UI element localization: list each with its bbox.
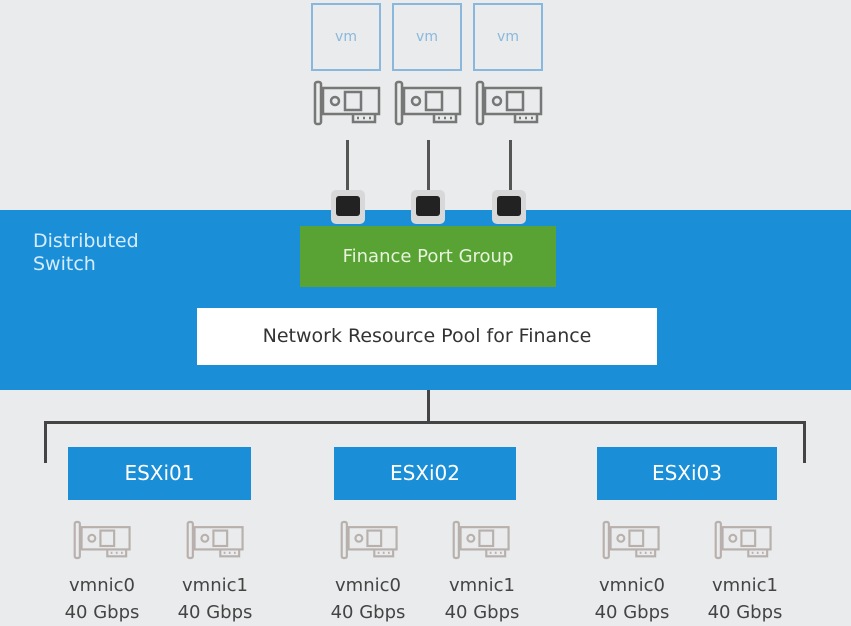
ethernet-port-icon [492,190,526,224]
nic-name: vmnic1 [712,575,778,596]
nic-label: vmnic1 40 Gbps [165,572,265,626]
vm-nic-icon [313,80,383,126]
nic-speed: 40 Gbps [330,602,406,623]
resource-pool[interactable]: Network Resource Pool for Finance [197,308,657,365]
nic-speed: 40 Gbps [177,602,253,623]
ethernet-port-icon [411,190,445,224]
host-esxi01[interactable]: ESXi01 [68,447,251,500]
host-esxi03[interactable]: ESXi03 [597,447,777,500]
physical-nic-icon [186,520,246,560]
nic-name: vmnic1 [182,575,248,596]
vm-box[interactable]: vm [392,3,462,71]
ethernet-port-icon [331,190,365,224]
nic-name: vmnic0 [335,575,401,596]
vm-box[interactable]: vm [473,3,543,71]
physical-nic-icon [73,520,133,560]
nic-label: vmnic1 40 Gbps [432,572,532,626]
nic-speed: 40 Gbps [707,602,783,623]
tree-line [427,390,430,423]
nic-label: vmnic0 40 Gbps [582,572,682,626]
nic-name: vmnic1 [449,575,515,596]
nic-name: vmnic0 [69,575,135,596]
host-esxi02[interactable]: ESXi02 [334,447,516,500]
nic-label: vmnic0 40 Gbps [318,572,418,626]
nic-speed: 40 Gbps [444,602,520,623]
tree-line [44,421,806,424]
nic-speed: 40 Gbps [64,602,140,623]
tree-line [803,421,806,463]
nic-speed: 40 Gbps [594,602,670,623]
physical-nic-icon [714,520,774,560]
connector-line [427,140,430,190]
tree-line [44,421,47,463]
connector-line [509,140,512,190]
physical-nic-icon [602,520,662,560]
switch-label-line: Switch [33,253,96,275]
connector-line [346,140,349,190]
switch-label-line: Distributed [33,230,139,252]
nic-label: vmnic0 40 Gbps [52,572,152,626]
vm-box[interactable]: vm [311,3,381,71]
vm-nic-icon [475,80,545,126]
port-group[interactable]: Finance Port Group [300,226,556,287]
nic-name: vmnic0 [599,575,665,596]
physical-nic-icon [340,520,400,560]
physical-nic-icon [452,520,512,560]
nic-label: vmnic1 40 Gbps [695,572,795,626]
vm-nic-icon [394,80,464,126]
